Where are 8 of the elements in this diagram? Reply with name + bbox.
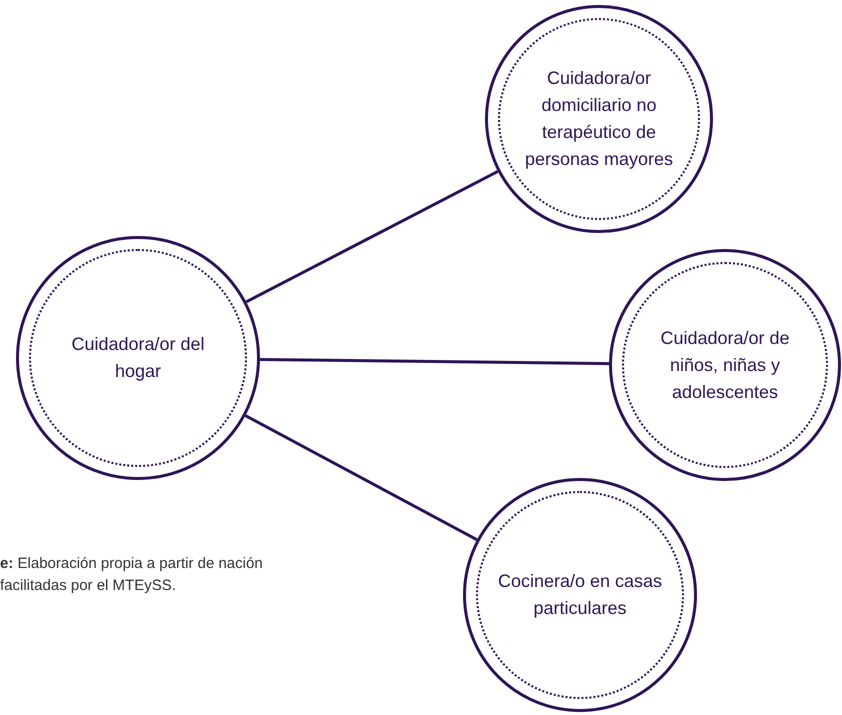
node-label: Cuidadora/or de niños, niñas y adolescentes [659,326,791,404]
connector-line [246,170,498,304]
node-label: Cuidadora/or domiciliario no terapéutico de personas mayores [524,67,674,171]
source-caption: e: Elaboración propia a partir de nación facilitadas por el MTEySS. [0,554,264,596]
node-label: Cuidadora/or del hogar [70,333,206,383]
connector-line [260,358,610,366]
node-label: Cocinera/o en casas particulares [496,570,664,620]
connector-line [244,414,478,542]
